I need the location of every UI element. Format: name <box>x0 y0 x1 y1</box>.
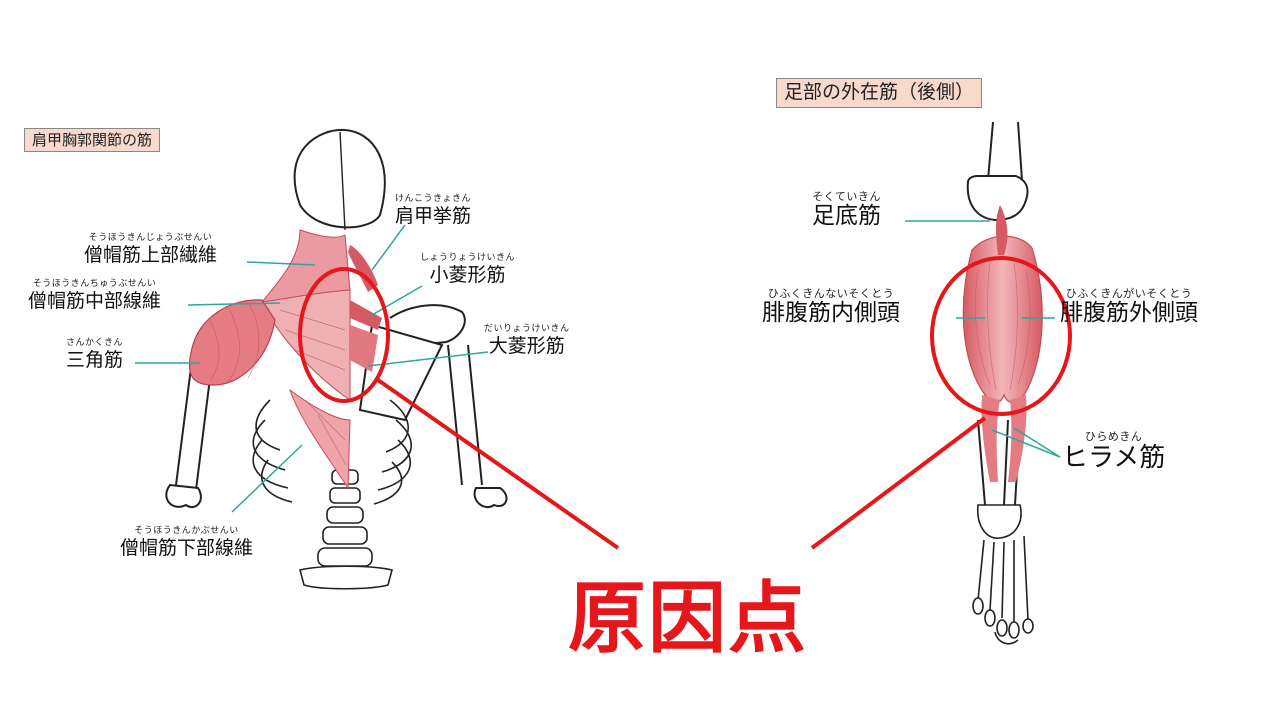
label-name: 大菱形筋 <box>488 335 565 357</box>
back-muscles <box>188 229 382 490</box>
cause-circle-back <box>298 267 390 403</box>
label-ruby: ひらめきん <box>1084 430 1143 443</box>
lower-leg-skeleton-figure <box>966 121 1034 645</box>
label-ruby: ひふくきんないそくとう <box>767 287 895 300</box>
label-trapezius-middle: そうほうきんちゅうぶせんい 僧帽筋中部線維 <box>28 279 161 312</box>
label-ruby: だいりょうけいきん <box>484 324 570 334</box>
label-ruby: そうほうきんかぶせんい <box>134 526 239 536</box>
label-plantaris: そくていきん 足底筋 <box>812 190 881 230</box>
deltoid-muscle <box>188 299 276 386</box>
label-deltoid: さんかくきん 三角筋 <box>66 338 123 371</box>
label-name: 僧帽筋下部線維 <box>120 537 254 559</box>
label-ruby: そうほうきんじょうぶせんい <box>88 233 213 243</box>
label-name: 肩甲挙筋 <box>395 205 472 227</box>
cause-circle-calf <box>930 256 1072 416</box>
label-ruby: ひふくきんがいそくとう <box>1065 287 1193 300</box>
label-name: 僧帽筋中部線維 <box>28 290 162 312</box>
label-ruby: さんかくきん <box>66 338 124 348</box>
calf-muscles <box>962 205 1043 482</box>
left-diagram-title: 肩甲胸郭関節の筋 <box>24 128 161 153</box>
label-ruby: けんこうきょきん <box>395 194 472 204</box>
cause-point-annotation <box>298 256 1072 550</box>
label-name: 足底筋 <box>812 203 881 229</box>
label-soleus: ひらめきん ヒラメ筋 <box>1062 430 1165 473</box>
label-name: 腓腹筋内側頭 <box>762 300 900 326</box>
label-name: 三角筋 <box>66 349 124 371</box>
rhomboid-minor-muscle <box>350 300 382 330</box>
cause-point-label: 原因点 <box>568 574 809 664</box>
label-name: ヒラメ筋 <box>1062 443 1166 473</box>
label-name: 僧帽筋上部繊維 <box>84 244 218 266</box>
soleus-muscle <box>981 395 1027 482</box>
left-leader-lines <box>135 224 489 513</box>
label-name: 腓腹筋外側頭 <box>1060 300 1198 326</box>
label-gastrocnemius-lateral: ひふくきんがいそくとう 腓腹筋外側頭 <box>1060 287 1198 327</box>
label-levator-scapulae: けんこうきょきん 肩甲挙筋 <box>395 194 471 227</box>
rhomboid-major-muscle <box>350 325 378 372</box>
right-diagram-title: 足部の外在筋（後側） <box>776 78 983 108</box>
label-rhomboid-minor: しょうりょうけいきん 小菱形筋 <box>420 253 515 286</box>
right-leader-lines <box>905 220 1061 458</box>
label-ruby: そくていきん <box>812 190 881 203</box>
cause-line-back <box>376 378 620 550</box>
label-trapezius-lower: そうほうきんかぶせんい 僧帽筋下部線維 <box>120 526 253 559</box>
label-trapezius-upper: そうほうきんじょうぶせんい 僧帽筋上部繊維 <box>84 233 217 266</box>
label-name: 小菱形筋 <box>429 264 506 286</box>
label-ruby: そうほうきんちゅうぶせんい <box>32 279 157 289</box>
cause-line-calf <box>810 416 987 550</box>
label-ruby: しょうりょうけいきん <box>420 253 516 263</box>
plantaris-muscle <box>996 205 1008 255</box>
back-skeleton-figure <box>165 128 508 590</box>
label-rhomboid-major: だいりょうけいきん 大菱形筋 <box>484 324 570 357</box>
label-gastrocnemius-medial: ひふくきんないそくとう 腓腹筋内側頭 <box>762 287 900 327</box>
